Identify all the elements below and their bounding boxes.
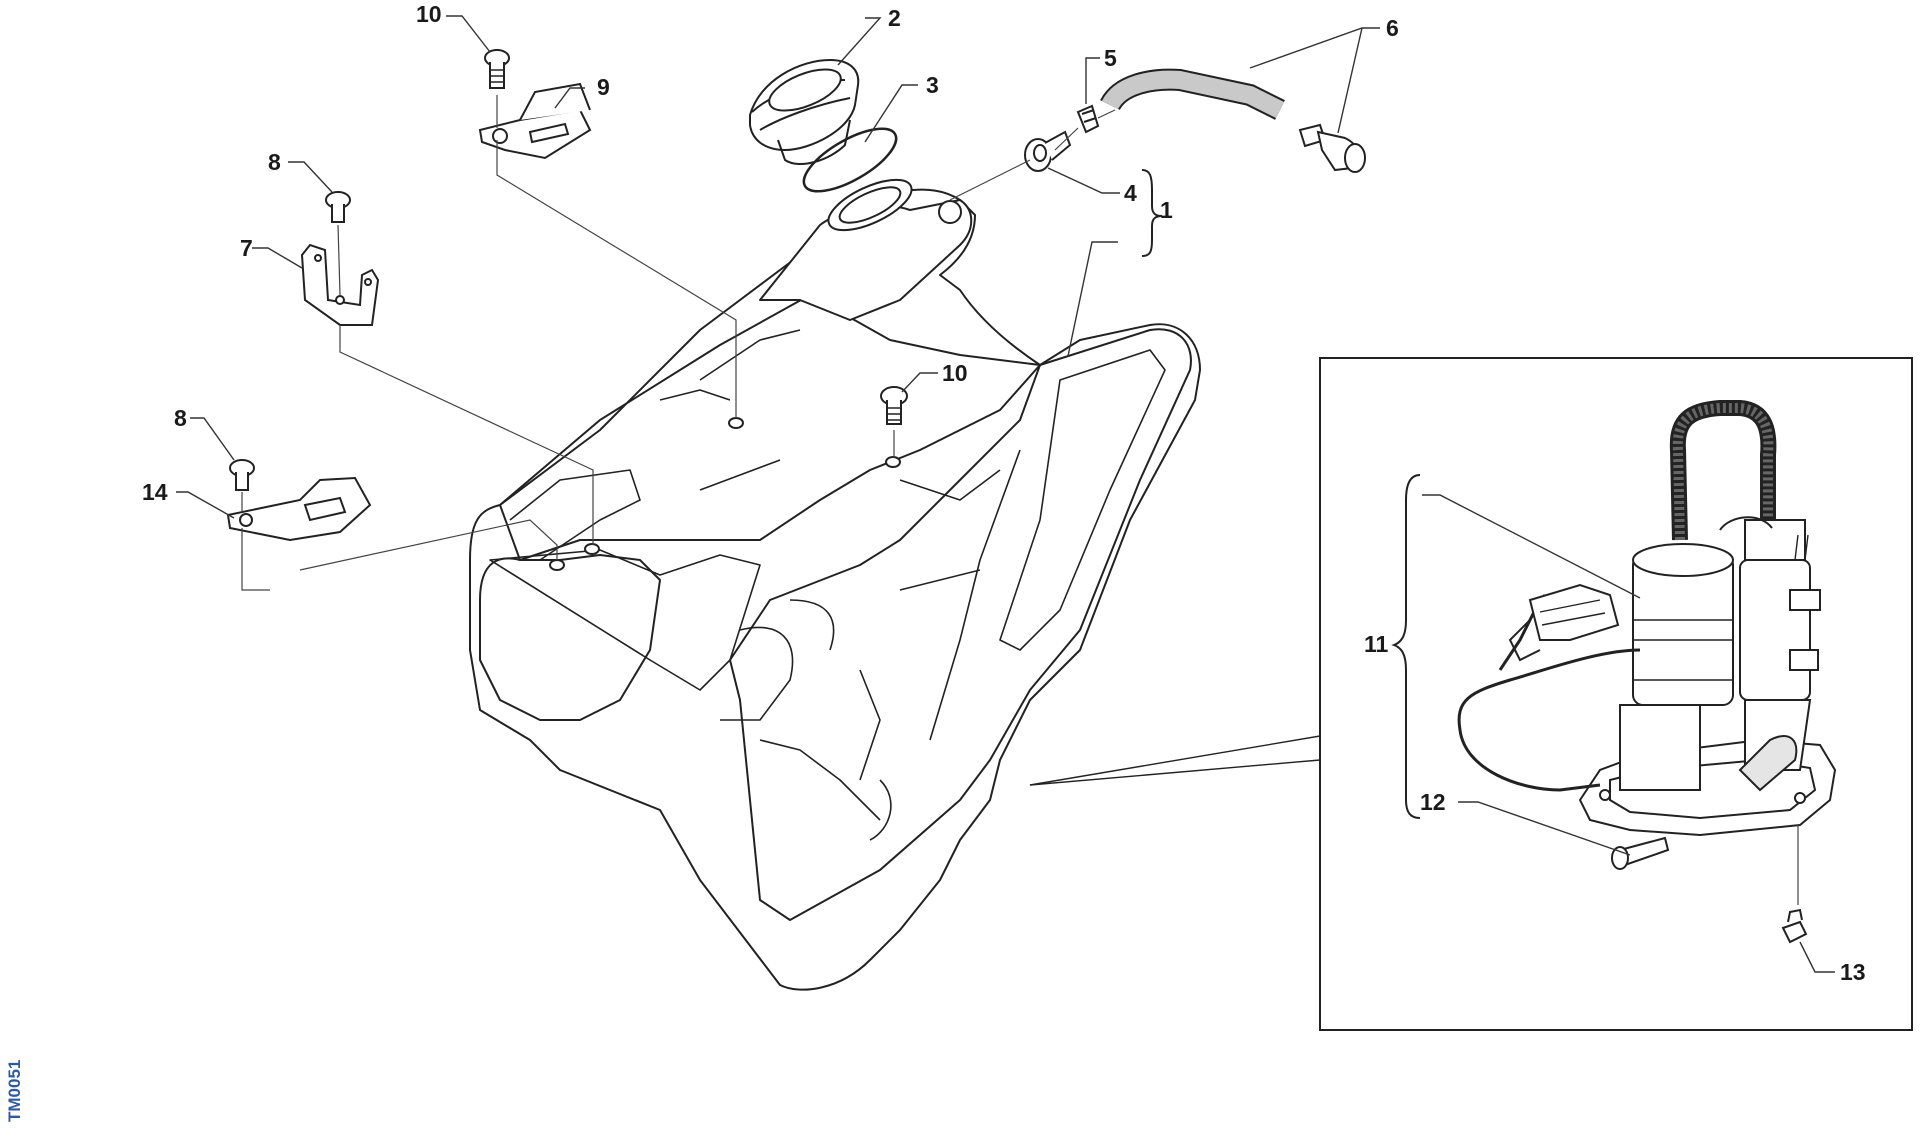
drawing-code: TM0051	[5, 1060, 24, 1122]
callout-3: 3	[926, 72, 939, 98]
screw-8-lower	[229, 459, 255, 491]
detail-inset-box	[1319, 357, 1913, 1031]
callout-1: 1	[1160, 197, 1173, 223]
callout-11: 11	[1364, 631, 1389, 657]
callout-8-upper: 8	[268, 149, 281, 175]
breather-hose	[1100, 68, 1366, 173]
callout-10-upper: 10	[416, 1, 442, 27]
screw-10-middle	[880, 386, 908, 425]
callout-7: 7	[240, 235, 253, 261]
callout-8-lower: 8	[174, 405, 187, 431]
breather-fitting	[1024, 130, 1072, 172]
fuel-pump-assembly	[1457, 400, 1837, 944]
assembly-guide-lines	[241, 95, 1116, 591]
callout-2: 2	[888, 5, 901, 31]
brace-group-1	[1141, 169, 1163, 257]
screw-8-upper	[325, 191, 351, 223]
bracket-9	[478, 82, 592, 160]
fuel-tank	[469, 178, 1201, 991]
brace-group-11	[1391, 474, 1421, 819]
hose-clamp	[1076, 104, 1100, 134]
callout-12: 12	[1420, 789, 1446, 815]
callout-leaders	[176, 15, 1835, 973]
filler-cap	[749, 58, 860, 165]
callout-13: 13	[1840, 959, 1866, 985]
callout-4: 4	[1124, 180, 1137, 206]
bracket-7	[300, 243, 380, 326]
callout-14: 14	[142, 479, 168, 505]
callout-6: 6	[1386, 15, 1399, 41]
inset-pointer	[1029, 735, 1321, 786]
callout-10-middle: 10	[942, 360, 968, 386]
callout-labels: 10 9 8 7 8 14 10 2 3 5 6 4 1 11 12 13	[142, 1, 1866, 985]
bracket-14	[226, 476, 372, 542]
callout-9: 9	[597, 74, 610, 100]
o-ring	[802, 127, 898, 193]
screw-10-upper	[484, 49, 510, 89]
callout-5: 5	[1104, 45, 1117, 71]
